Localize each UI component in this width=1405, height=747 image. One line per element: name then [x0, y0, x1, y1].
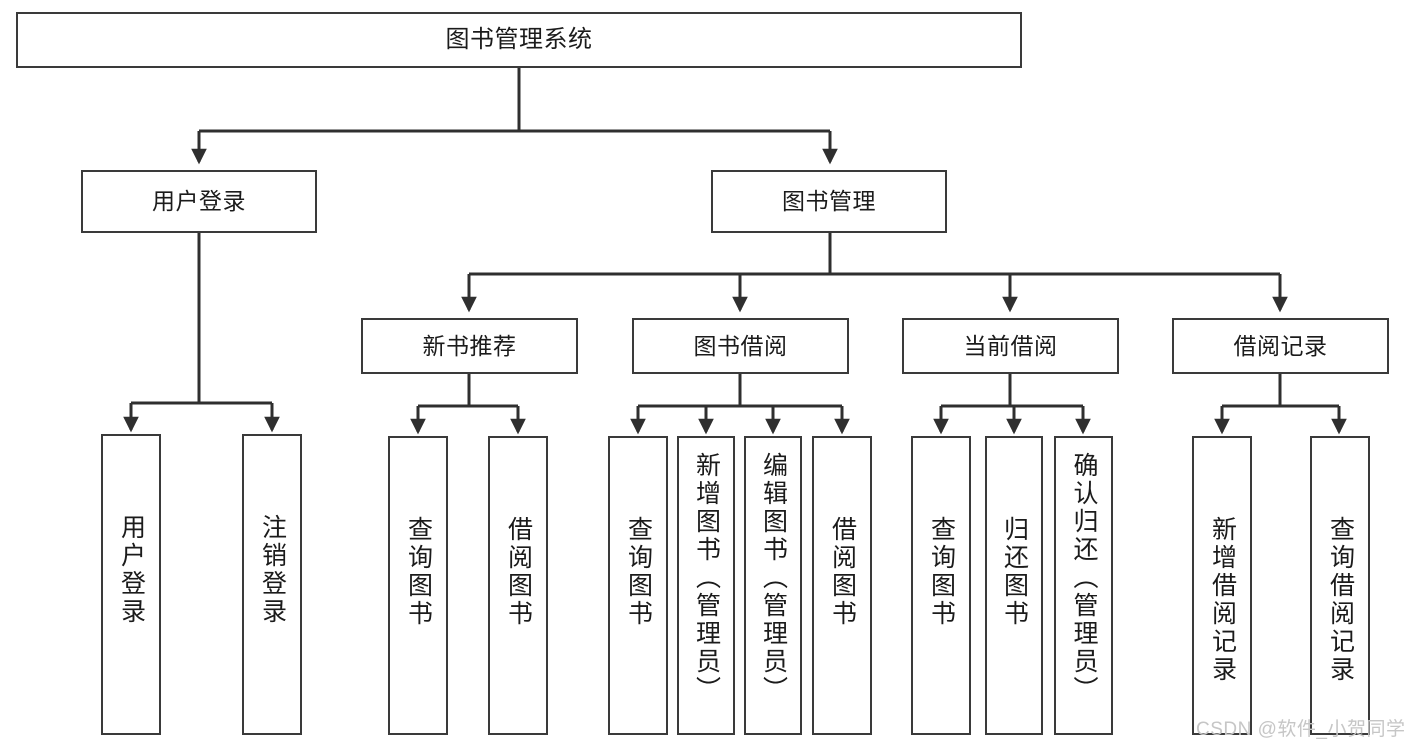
leaf-borrow-query-book[interactable]: 查询图书: [608, 436, 668, 735]
node-label: 图书管理系统: [445, 26, 593, 53]
leaf-user-logout[interactable]: 注销登录: [242, 434, 302, 735]
node-label: 借阅图书: [828, 516, 857, 628]
node-label: 借阅记录: [1233, 332, 1328, 359]
node-label: 查询借阅记录: [1326, 516, 1355, 684]
leaf-borrow-add-book[interactable]: 新增图书（管理员）: [677, 436, 735, 735]
node-label: 图书管理: [782, 188, 876, 214]
node-book-borrow[interactable]: 图书借阅: [632, 318, 849, 374]
leaf-recommend-borrow-book[interactable]: 借阅图书: [488, 436, 548, 735]
leaf-current-return-book[interactable]: 归还图书: [985, 436, 1043, 735]
node-label: 查询图书: [624, 516, 653, 628]
leaf-record-add[interactable]: 新增借阅记录: [1192, 436, 1252, 735]
node-new-book-recommend[interactable]: 新书推荐: [361, 318, 578, 374]
node-label: 当前借阅: [963, 332, 1058, 359]
node-book-management[interactable]: 图书管理: [711, 170, 947, 233]
node-label: 查询图书: [404, 516, 433, 628]
leaf-borrow-edit-book[interactable]: 编辑图书（管理员）: [744, 436, 802, 735]
node-label: 归还图书: [1000, 516, 1029, 628]
leaf-recommend-query-book[interactable]: 查询图书: [388, 436, 448, 735]
node-borrow-record[interactable]: 借阅记录: [1172, 318, 1389, 374]
leaf-borrow-borrow-book[interactable]: 借阅图书: [812, 436, 872, 735]
node-label: 新书推荐: [422, 332, 517, 359]
node-label: 查询图书: [927, 516, 956, 628]
node-label: 借阅图书: [504, 516, 533, 628]
node-label: 用户登录: [117, 514, 146, 626]
csdn-watermark: CSDN @软件_小贺同学: [1196, 719, 1405, 740]
node-label: 新增借阅记录: [1208, 516, 1237, 684]
leaf-user-login[interactable]: 用户登录: [101, 434, 161, 735]
node-current-borrow[interactable]: 当前借阅: [902, 318, 1119, 374]
node-label: 用户登录: [152, 188, 246, 214]
leaf-current-query-book[interactable]: 查询图书: [911, 436, 971, 735]
node-user-login[interactable]: 用户登录: [81, 170, 317, 233]
node-root-system[interactable]: 图书管理系统: [16, 12, 1022, 68]
leaf-record-query[interactable]: 查询借阅记录: [1310, 436, 1370, 735]
node-label: 编辑图书（管理员）: [759, 452, 788, 704]
node-label: 注销登录: [258, 514, 287, 626]
leaf-current-confirm-return[interactable]: 确认归还（管理员）: [1054, 436, 1113, 735]
node-label: 新增图书（管理员）: [692, 452, 721, 704]
node-label: 图书借阅: [693, 332, 788, 359]
node-label: 确认归还（管理员）: [1070, 452, 1098, 704]
